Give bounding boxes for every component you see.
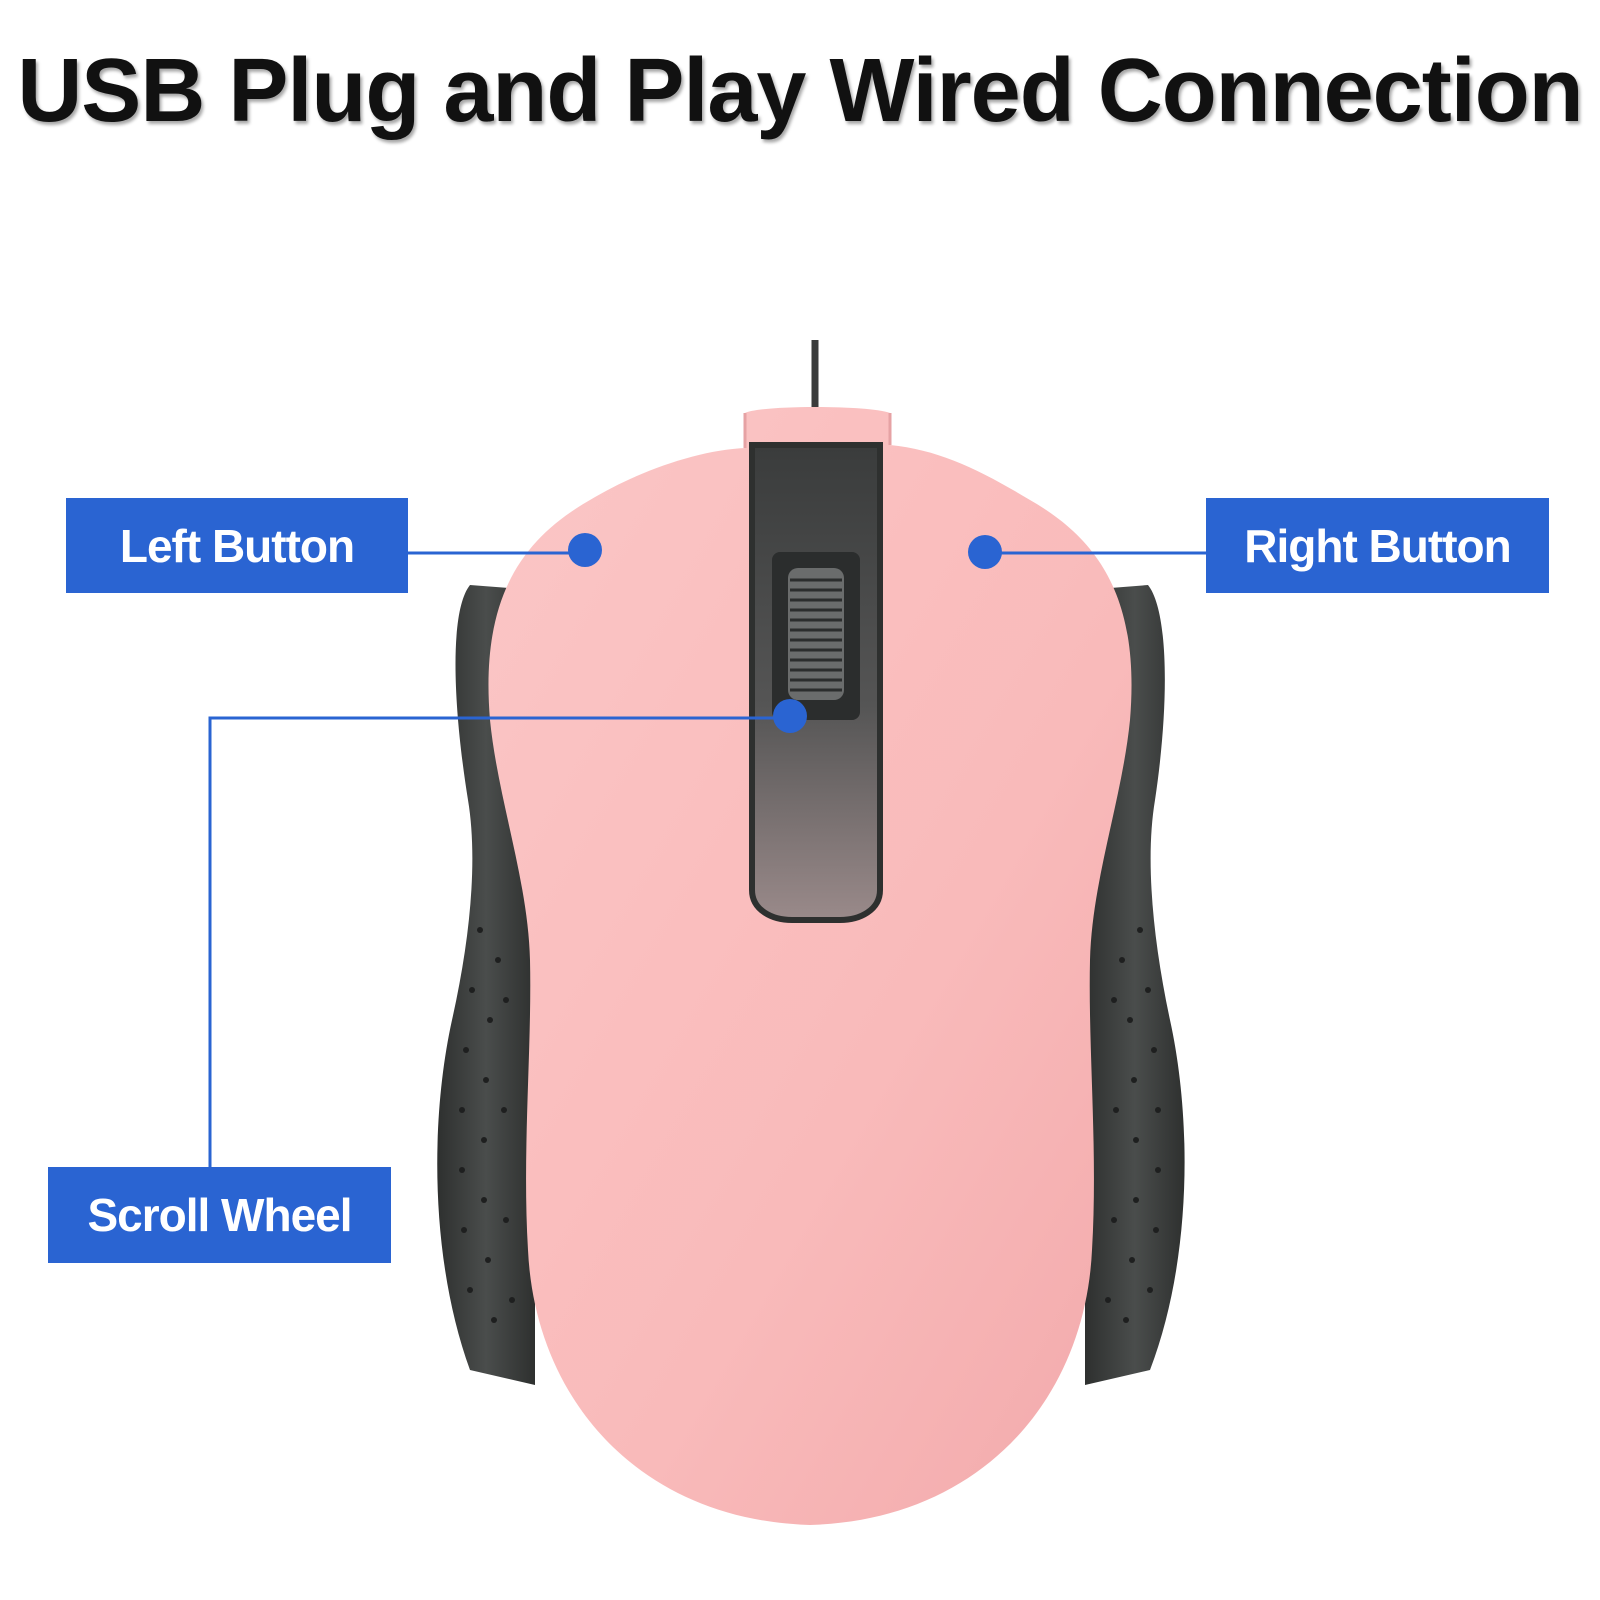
left-button-marker <box>568 533 602 567</box>
right-button-marker <box>968 535 1002 569</box>
mouse-shell <box>488 407 1132 1525</box>
scroll-wheel-icon <box>772 552 860 720</box>
scroll-leader-line <box>208 716 790 1167</box>
right-button-label: Right Button <box>1244 519 1511 572</box>
scroll-wheel-label: Scroll Wheel <box>87 1189 352 1241</box>
left-button-label: Left Button <box>119 519 355 572</box>
scroll-wheel-marker <box>773 699 807 733</box>
page-title: USB Plug and Play Wired Connection <box>17 41 1583 141</box>
grip-texture <box>459 927 1161 1323</box>
